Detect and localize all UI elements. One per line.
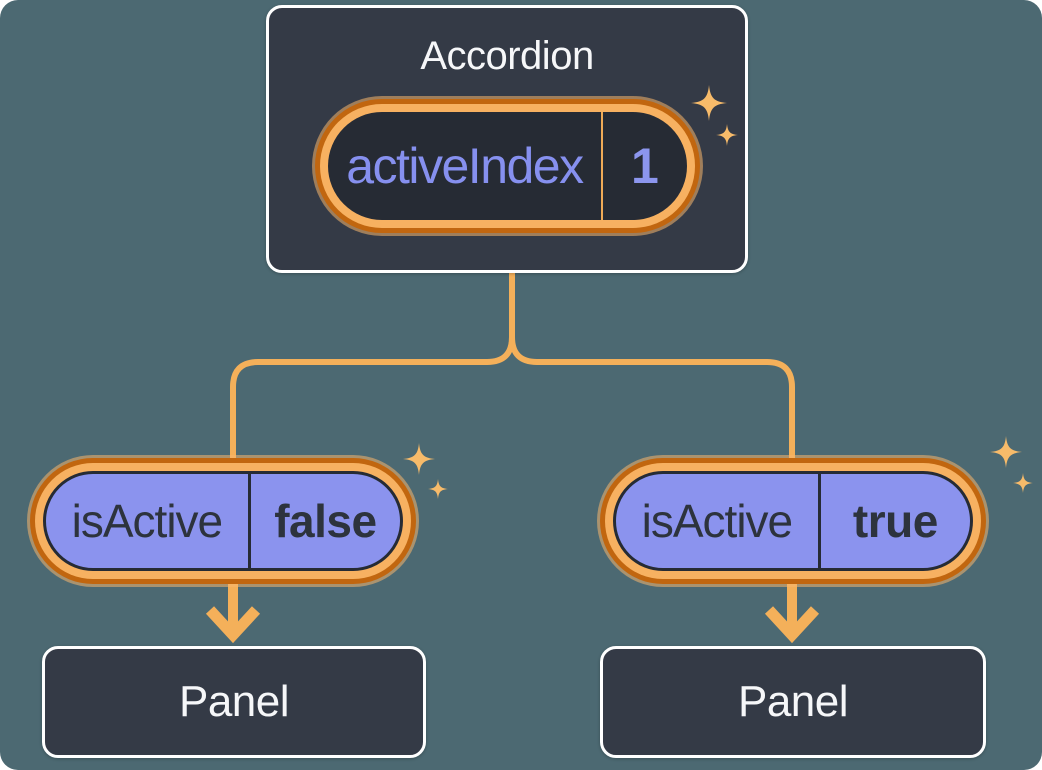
- sparkle-icon: [691, 85, 738, 146]
- prop-pill-is-active-false: isActive false: [30, 458, 416, 584]
- pill-divider: [247, 474, 251, 568]
- state-pill-value: 1: [631, 138, 659, 194]
- panel-component-box: Panel: [600, 646, 986, 758]
- accordion-title: Accordion: [420, 34, 594, 78]
- panel-title: Panel: [178, 677, 290, 726]
- prop-pill-value: false: [274, 495, 377, 547]
- prop-pill-value: true: [852, 495, 938, 547]
- prop-pill-label: isActive: [641, 495, 793, 547]
- sparkle-icon: [990, 436, 1033, 493]
- pill-divider: [600, 112, 603, 220]
- pill-divider: [817, 474, 821, 568]
- state-pill-active-index: activeIndex 1: [315, 99, 700, 233]
- prop-pill-is-active-true: isActive true: [600, 458, 986, 584]
- sparkle-icon: [403, 443, 448, 499]
- panel-title: Panel: [737, 677, 849, 726]
- state-pill-label: activeIndex: [346, 138, 584, 194]
- prop-pill-label: isActive: [71, 495, 223, 547]
- panel-component-box: Panel: [42, 646, 426, 758]
- arrow-down-icon: [764, 582, 820, 644]
- branch-line-right: [509, 272, 795, 470]
- arrow-down-icon: [205, 582, 261, 644]
- branch-line-left: [230, 272, 515, 470]
